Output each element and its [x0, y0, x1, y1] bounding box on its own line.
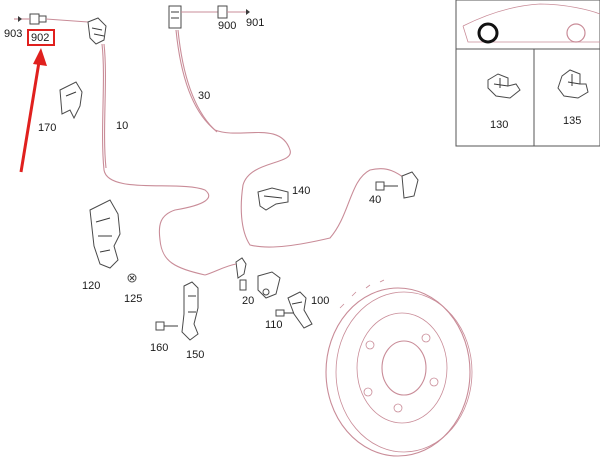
sensor-30-head	[168, 5, 182, 29]
label-135[interactable]: 135	[563, 115, 581, 127]
label-901[interactable]: 901	[246, 17, 264, 29]
label-900[interactable]: 900	[218, 20, 236, 32]
label-110[interactable]: 110	[265, 319, 283, 331]
label-120[interactable]: 120	[82, 280, 100, 292]
bracket-170	[59, 81, 83, 120]
label-130[interactable]: 130	[490, 119, 508, 131]
label-150[interactable]: 150	[186, 349, 204, 361]
label-30[interactable]: 30	[198, 90, 210, 102]
label-125[interactable]: 125	[124, 293, 142, 305]
clip-135-icon	[557, 69, 589, 99]
label-20[interactable]: 20	[242, 295, 254, 307]
label-40[interactable]: 40	[369, 194, 381, 206]
bracket-100	[287, 291, 313, 329]
bracket-140	[257, 187, 289, 211]
clip-130-icon	[487, 73, 521, 99]
bolt-110	[275, 309, 294, 317]
label-902[interactable]: 902	[31, 32, 49, 44]
connector-900	[181, 5, 250, 19]
wheel-highlight-icon	[477, 22, 499, 44]
car-silhouette-icon	[462, 3, 600, 27]
screw-125	[127, 273, 137, 283]
bracket-120	[89, 199, 121, 269]
cable-10	[101, 43, 210, 276]
sensor-20	[204, 257, 281, 299]
sensor-10-head	[87, 17, 107, 45]
label-160[interactable]: 160	[150, 342, 168, 354]
label-170[interactable]: 170	[38, 122, 56, 134]
inset-panel: 130 135	[455, 0, 600, 147]
bolt-40	[375, 171, 419, 199]
pointer-arrow-icon	[19, 48, 47, 173]
brake-disc	[325, 279, 473, 457]
connector-902	[14, 13, 89, 25]
highlight-box-902	[27, 29, 55, 46]
bolt-160	[155, 321, 178, 331]
label-903[interactable]: 903	[4, 28, 22, 40]
label-100[interactable]: 100	[311, 295, 329, 307]
cable-30	[175, 29, 411, 248]
label-10[interactable]: 10	[116, 120, 128, 132]
sensor-150	[181, 281, 199, 341]
label-140[interactable]: 140	[292, 185, 310, 197]
